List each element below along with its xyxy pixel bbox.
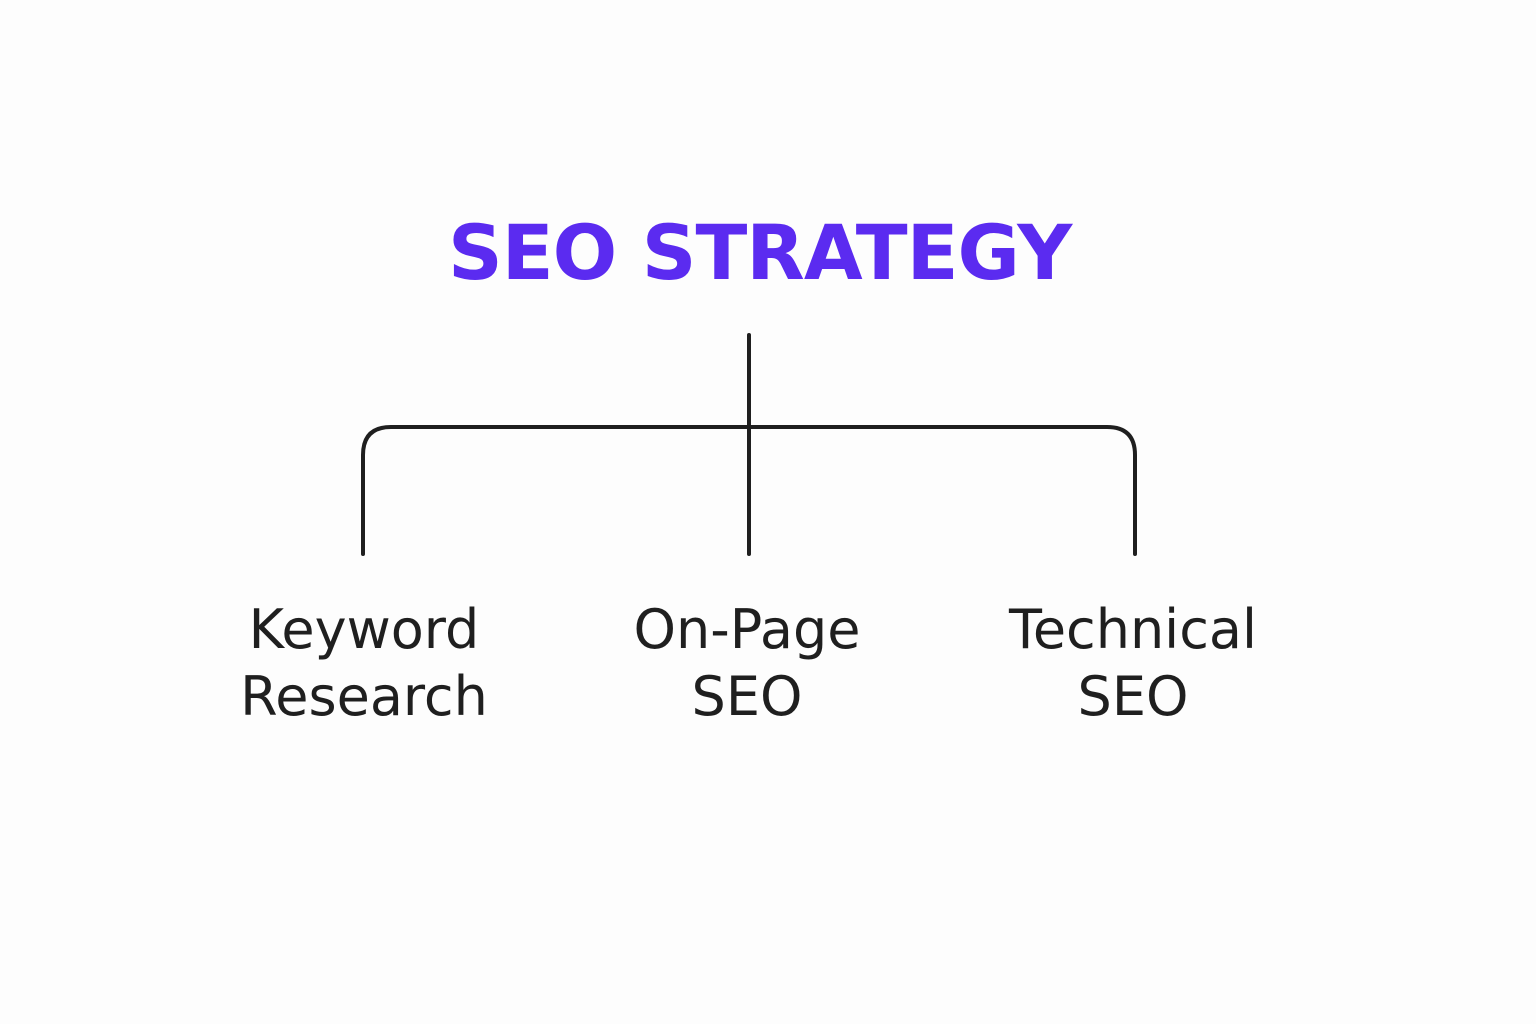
node-technical-seo-line1: Technical — [1009, 598, 1257, 661]
diagram-title: SEO STRATEGY — [448, 208, 1072, 297]
node-technical-seo: Technical SEO — [953, 596, 1313, 730]
node-on-page-seo: On-Page SEO — [567, 596, 927, 730]
node-on-page-seo-line1: On-Page — [633, 598, 861, 661]
node-keyword-research-line2: Research — [240, 665, 488, 728]
node-on-page-seo-line2: SEO — [691, 665, 803, 728]
node-keyword-research: Keyword Research — [184, 596, 544, 730]
node-technical-seo-line2: SEO — [1077, 665, 1189, 728]
node-keyword-research-line1: Keyword — [248, 598, 480, 661]
